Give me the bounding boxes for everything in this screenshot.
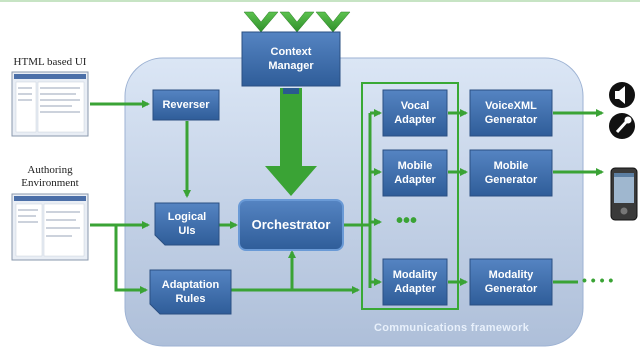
orchestrator-label: Orchestrator <box>251 217 331 232</box>
orchestrator-box <box>238 199 344 251</box>
logical-uis-label: Logical UIs <box>167 211 207 237</box>
speaker-icon <box>609 82 635 108</box>
smartphone-icon <box>610 167 638 221</box>
vocal-adapter-box <box>382 89 448 137</box>
more-adapters-ellipsis: ••• <box>396 210 418 232</box>
mobile-adapter-label: Mobile Adapter <box>394 160 436 186</box>
vocal-adapter-label: Vocal Adapter <box>394 100 436 126</box>
modality-adapter-box <box>382 258 448 306</box>
context-to-orchestrator-arrow <box>265 88 317 196</box>
chevron-icon <box>279 11 315 33</box>
modality-generator-box <box>469 258 553 306</box>
mobile-generator-label: Mobile Generator <box>484 160 538 186</box>
reverser-label: Reverser <box>162 99 210 111</box>
reverser-box <box>152 89 220 121</box>
context-manager-label: Context Manager <box>268 46 314 72</box>
flow-arrows <box>90 100 604 294</box>
communications-framework-label: Communications framework <box>374 322 530 334</box>
voicexml-generator-box <box>469 89 553 137</box>
adapters-group <box>361 82 459 310</box>
chevron-icon <box>315 11 351 33</box>
authoring-environment-thumbnail <box>11 193 89 261</box>
modality-adapter-label: Modality Adapter <box>392 269 438 295</box>
html-ui-thumbnail <box>11 71 89 137</box>
adaptation-rules-box <box>149 269 232 315</box>
arrow-authoring-to-adaptation <box>114 225 148 294</box>
boxes <box>149 31 553 315</box>
context-manager-box <box>241 31 341 87</box>
authoring-environment-label: Authoring Environment <box>21 164 79 189</box>
voicexml-generator-label: VoiceXML Generator <box>484 100 538 126</box>
microphone-icon <box>609 113 635 139</box>
mobile-generator-box <box>469 149 553 197</box>
more-outputs-ellipsis: • • • • <box>582 272 614 288</box>
modality-generator-label: Modality Generator <box>484 269 538 295</box>
html-ui-label: HTML based UI <box>13 56 87 68</box>
logical-uis-box <box>154 202 220 246</box>
context-input-chevrons <box>243 11 351 33</box>
chevron-icon <box>243 11 279 33</box>
mobile-adapter-box <box>382 149 448 197</box>
communications-framework-panel <box>124 57 584 347</box>
adaptation-rules-label: Adaptation Rules <box>161 279 220 305</box>
